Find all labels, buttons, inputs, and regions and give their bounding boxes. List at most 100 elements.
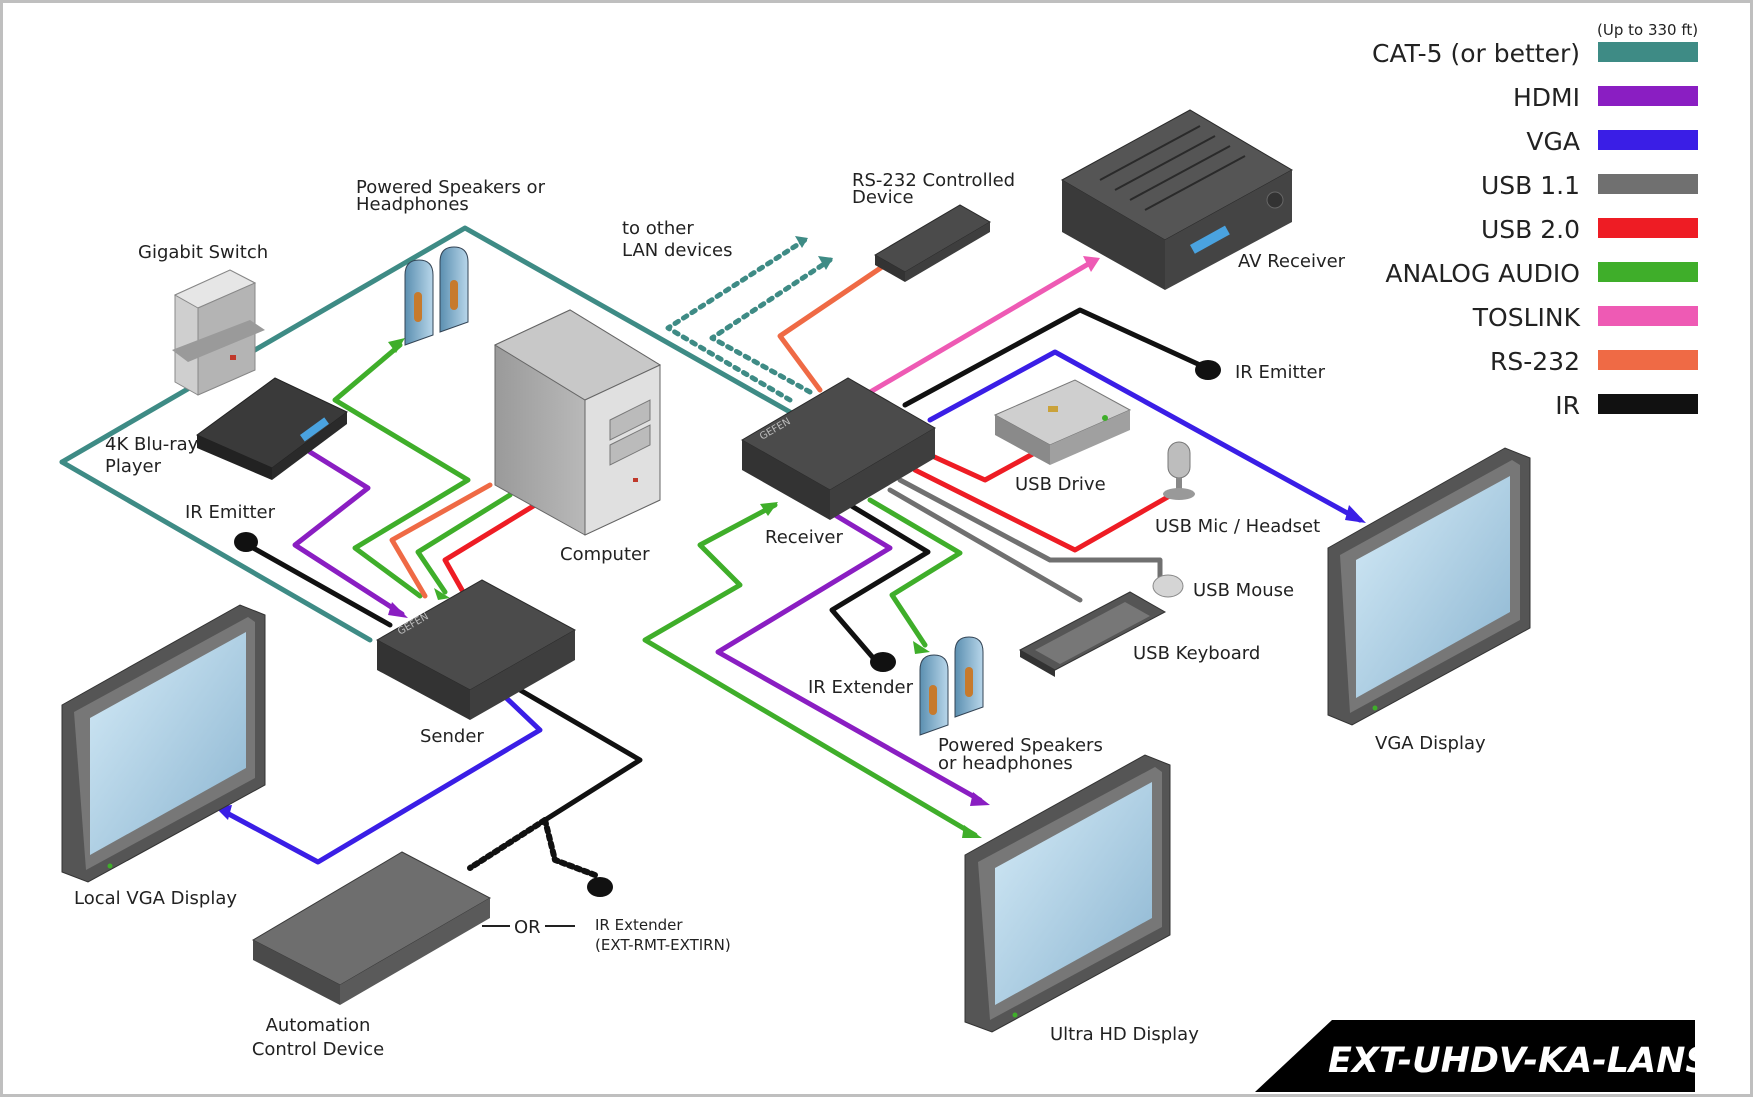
label-ir-extender: IR Extender — [808, 677, 914, 698]
label-ir-ext-opt-1: IR Extender — [595, 916, 683, 934]
arrow-hdmi-uhd — [970, 792, 990, 806]
device-labels: Gigabit Switch Powered Speakers or Headp… — [74, 170, 1486, 1060]
rs232-cable-computer — [389, 482, 493, 599]
legend-label: HDMI — [1513, 83, 1580, 112]
label-speakers-bottom-2: or headphones — [938, 753, 1073, 774]
audio-cable-computer — [415, 492, 513, 595]
audio-cable-receiver-uhd — [642, 502, 978, 838]
rs232-device-icon — [874, 204, 991, 282]
label-computer: Computer — [560, 544, 650, 565]
legend-swatch — [1598, 262, 1698, 282]
ir-cable-automation — [517, 687, 643, 823]
label-speakers-bottom-1: Powered Speakers — [938, 735, 1103, 756]
label-ultra-hd-display: Ultra HD Display — [1050, 1024, 1199, 1045]
vga-display-icon — [1327, 447, 1531, 726]
ultra-hd-display-icon — [964, 754, 1171, 1033]
legend-swatch — [1598, 130, 1698, 150]
receiver-box-icon: GEFEN — [740, 377, 936, 520]
label-ir-emitter-left: IR Emitter — [185, 502, 276, 523]
usb11-cable-mouse — [897, 477, 1163, 583]
rs232-cable — [777, 262, 888, 393]
vga-cable-local — [222, 689, 543, 865]
arrowheads — [215, 236, 1366, 838]
label-speakers-top-1: Powered Speakers or — [356, 177, 546, 198]
usb2-cable-mic — [912, 467, 1183, 553]
legend-swatch — [1598, 350, 1698, 370]
arrow-audio-top — [388, 338, 405, 353]
ir-emitter-right-icon — [1195, 360, 1221, 380]
arrow-hdmi-sender — [388, 602, 408, 618]
label-speakers-top-2: Headphones — [356, 194, 469, 215]
legend-label: USB 2.0 — [1481, 215, 1580, 244]
usb-mouse-icon — [1152, 574, 1184, 598]
label-ir-ext-opt-2: (EXT-RMT-EXTIRN) — [595, 936, 731, 954]
automation-device-icon — [251, 851, 492, 1005]
label-usb-keyboard: USB Keyboard — [1133, 643, 1260, 664]
legend-label: CAT-5 (or better) — [1372, 39, 1580, 68]
label-gigabit-switch: Gigabit Switch — [138, 242, 268, 263]
legend-note: (Up to 330 ft) — [1597, 21, 1698, 39]
usb2-cable-drive — [927, 447, 1043, 483]
label-usb-mic: USB Mic / Headset — [1155, 516, 1320, 537]
label-receiver: Receiver — [765, 527, 843, 548]
computer-tower-icon — [493, 309, 662, 536]
hdmi-cable-receiver-uhd — [715, 512, 983, 803]
gigabit-switch-icon — [172, 269, 265, 396]
usb2-cable-computer — [442, 502, 538, 593]
arrow-audio-computer — [434, 588, 450, 600]
arrow-audio-speakers — [913, 641, 930, 654]
title: EXT-UHDV-KA-LANS — [1328, 1041, 1711, 1081]
usb11-cable-keyboard — [887, 487, 1083, 603]
label-or: OR — [514, 917, 541, 938]
legend-label: VGA — [1526, 127, 1580, 156]
legend-label: IR — [1555, 391, 1580, 420]
ir-cable-extender — [829, 502, 931, 663]
ir-dotted-extender — [542, 817, 598, 878]
legend-label: TOSLINK — [1472, 303, 1581, 332]
ir-extender-icon — [870, 652, 896, 672]
usb-drive-icon — [993, 379, 1132, 465]
legend-swatch — [1598, 306, 1698, 326]
hdmi-cable-bluray-sender — [292, 449, 405, 617]
arrow-audio-receiver — [760, 502, 778, 516]
label-rs232-2: Device — [852, 187, 914, 208]
arrow-lan-1 — [795, 236, 808, 248]
legend-swatch — [1598, 218, 1698, 238]
usb-mic-icon — [1163, 441, 1195, 500]
label-automation-1: Automation — [266, 1015, 371, 1036]
ir-cable-left — [245, 542, 393, 628]
legend-label: USB 1.1 — [1481, 171, 1580, 200]
label-av-receiver: AV Receiver — [1238, 251, 1346, 272]
local-vga-display-icon — [61, 604, 266, 883]
ir-cable-right — [902, 307, 1203, 408]
legend-label: RS-232 — [1490, 347, 1580, 376]
cat5-cable-switch-sender — [59, 459, 373, 643]
lan-dotted-1 — [665, 235, 811, 403]
usb-keyboard-icon — [1018, 591, 1167, 677]
label-sender: Sender — [420, 726, 484, 747]
label-lan-1: to other — [622, 218, 694, 239]
arrow-vga-right — [1345, 505, 1366, 523]
ir-emitter-left-icon — [234, 532, 258, 552]
label-usb-drive: USB Drive — [1015, 474, 1106, 495]
ir-dotted-automation — [467, 817, 548, 871]
legend: (Up to 330 ft) CAT-5 (or better) HDMI VGA U… — [1372, 21, 1698, 420]
legend-swatch — [1598, 42, 1698, 62]
speakers-bottom-icon — [919, 636, 984, 736]
vga-cable-right — [927, 349, 1363, 523]
av-receiver-icon — [1060, 109, 1294, 290]
label-bluray-2: Player — [105, 456, 162, 477]
arrow-audio-uhd — [962, 825, 982, 838]
label-local-vga-display: Local VGA Display — [74, 888, 237, 909]
audio-cable-receiver-speakers — [867, 497, 963, 648]
speakers-top-icon — [404, 246, 469, 346]
label-rs232-1: RS-232 Controlled — [852, 170, 1015, 191]
arrow-toslink — [1083, 256, 1100, 272]
arrow-lan-2 — [818, 256, 833, 270]
bluray-player-icon — [196, 377, 348, 480]
legend-swatch — [1598, 86, 1698, 106]
label-vga-display: VGA Display — [1375, 733, 1486, 754]
label-automation-2: Control Device — [252, 1039, 384, 1060]
